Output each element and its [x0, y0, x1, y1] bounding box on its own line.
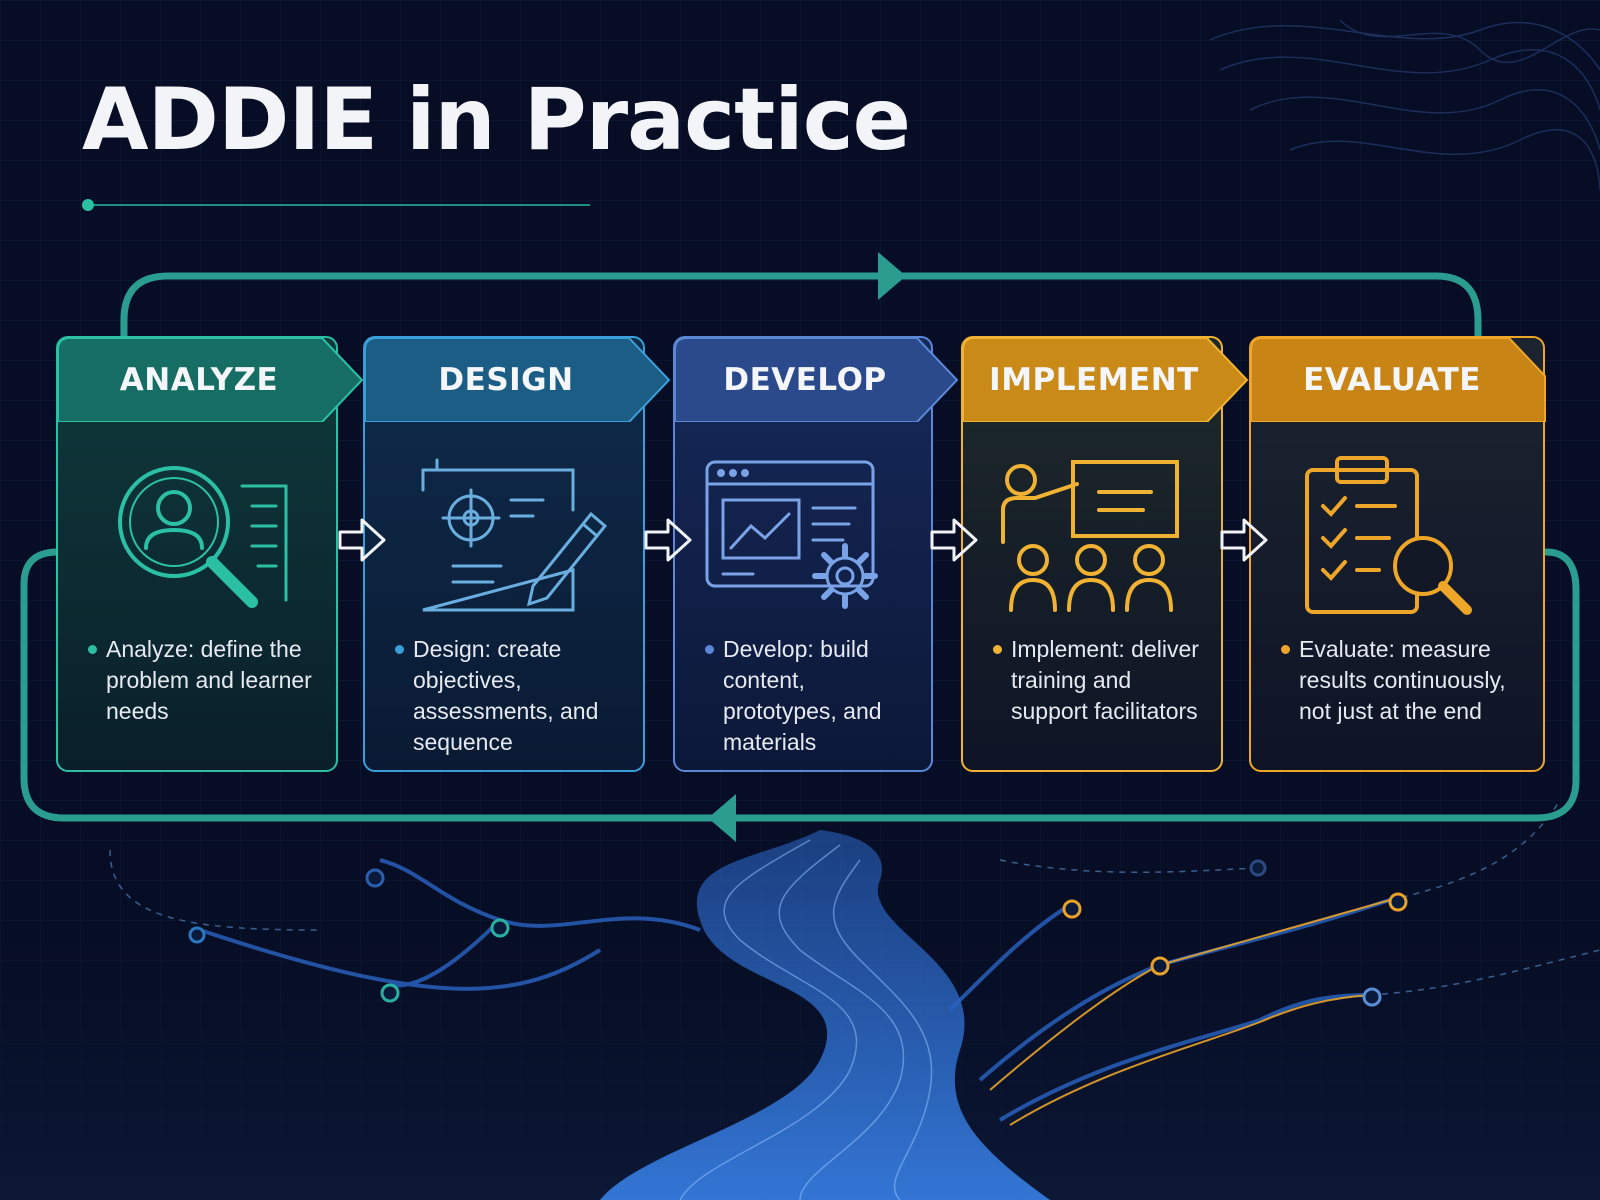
phase-card-implement: IMPLEMENT Implement: deliver training an…: [961, 336, 1249, 772]
bullet-dot: [88, 645, 97, 654]
phase-description: Develop: build content, prototypes, and …: [705, 634, 923, 758]
phase-label: DESIGN: [438, 362, 574, 398]
bullet-dot: [395, 645, 404, 654]
title-underline: [82, 199, 590, 211]
magnifier-person-icon: [118, 466, 288, 608]
phase-label: IMPLEMENT: [989, 362, 1199, 398]
phase-description: Design: create objectives, assessments, …: [395, 634, 635, 758]
phase-card-design: DESIGN Design: create objectives, assess…: [363, 336, 671, 772]
phase-card-analyze: ANALYZE Analyze: define the problem and …: [56, 336, 364, 772]
arrow-right-icon: [644, 518, 692, 562]
phase-tab-implement: IMPLEMENT: [963, 338, 1253, 422]
phase-label: DEVELOP: [723, 362, 887, 398]
bullet-dot: [705, 645, 714, 654]
arrow-right-icon: [338, 518, 386, 562]
page-title: ADDIE in Practice: [82, 70, 911, 170]
phase-card-develop: DEVELOP Develop: build content, prototyp…: [673, 336, 959, 772]
loop-arrow-left-icon: [708, 794, 736, 842]
phase-label: EVALUATE: [1303, 362, 1481, 398]
blueprint-pencil-icon: [421, 458, 608, 612]
phase-label: ANALYZE: [119, 362, 279, 398]
phase-description: Evaluate: measure results continuously, …: [1281, 634, 1535, 727]
presenter-audience-icon: [1001, 460, 1179, 612]
bullet-dot: [993, 645, 1002, 654]
phase-tab-develop: DEVELOP: [675, 338, 963, 422]
phase-description: Analyze: define the problem and learner …: [88, 634, 328, 727]
phase-description: Implement: deliver training and support …: [993, 634, 1213, 727]
arrow-right-icon: [1220, 518, 1268, 562]
arrow-right-icon: [930, 518, 978, 562]
clipboard-magnifier-icon: [1305, 456, 1472, 615]
phase-tab-design: DESIGN: [365, 338, 675, 422]
phase-tab-evaluate: EVALUATE: [1251, 338, 1547, 422]
loop-arrow-right-icon: [878, 252, 906, 300]
screen-gear-icon: [705, 460, 878, 609]
phase-tab-analyze: ANALYZE: [58, 338, 368, 422]
bullet-dot: [1281, 645, 1290, 654]
phase-card-evaluate: EVALUATE Evaluate: measure results conti…: [1249, 336, 1547, 772]
